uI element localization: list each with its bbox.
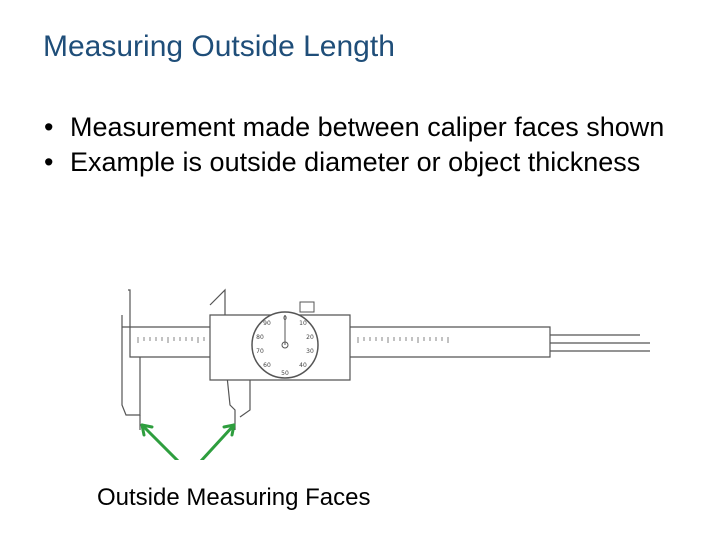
bullet-dot: • [44,112,54,142]
diagram-caption: Outside Measuring Faces [97,484,371,511]
bullet-text: Measurement made between caliper faces s… [70,112,665,142]
arrow-right-head [222,423,236,437]
dial-number: 70 [256,348,264,355]
caliper-diagram: 0 10 20 30 40 50 60 70 80 90 [121,288,650,460]
dial-gauge: 0 10 20 30 40 50 60 70 80 90 [251,301,319,379]
arrow-left-head [140,423,154,437]
dial-knob [299,301,315,313]
dial-number: 20 [306,334,314,341]
measuring-face-arrows [140,423,236,460]
dial-number: 0 [283,315,287,322]
dial-number: 50 [281,370,289,377]
bullet-list: • Measurement made between caliper faces… [44,111,684,181]
beam-extension [550,342,650,352]
slide-title: Measuring Outside Length [43,30,395,63]
fixed-jaw [121,289,141,416]
dial-number: 10 [299,320,307,327]
dial-number: 30 [306,348,314,355]
bullet-text: Example is outside diameter or object th… [70,147,641,177]
bullet-item: • Example is outside diameter or object … [44,146,684,178]
arrow-left [140,423,180,460]
dial-number: 60 [263,362,271,369]
dial-number: 90 [263,320,271,327]
beam-scale [137,337,449,343]
dial-number: 80 [256,334,264,341]
dial-number: 40 [299,362,307,369]
bullet-item: • Measurement made between caliper faces… [44,111,684,143]
arrow-right [199,423,236,460]
bullet-dot: • [44,147,54,177]
